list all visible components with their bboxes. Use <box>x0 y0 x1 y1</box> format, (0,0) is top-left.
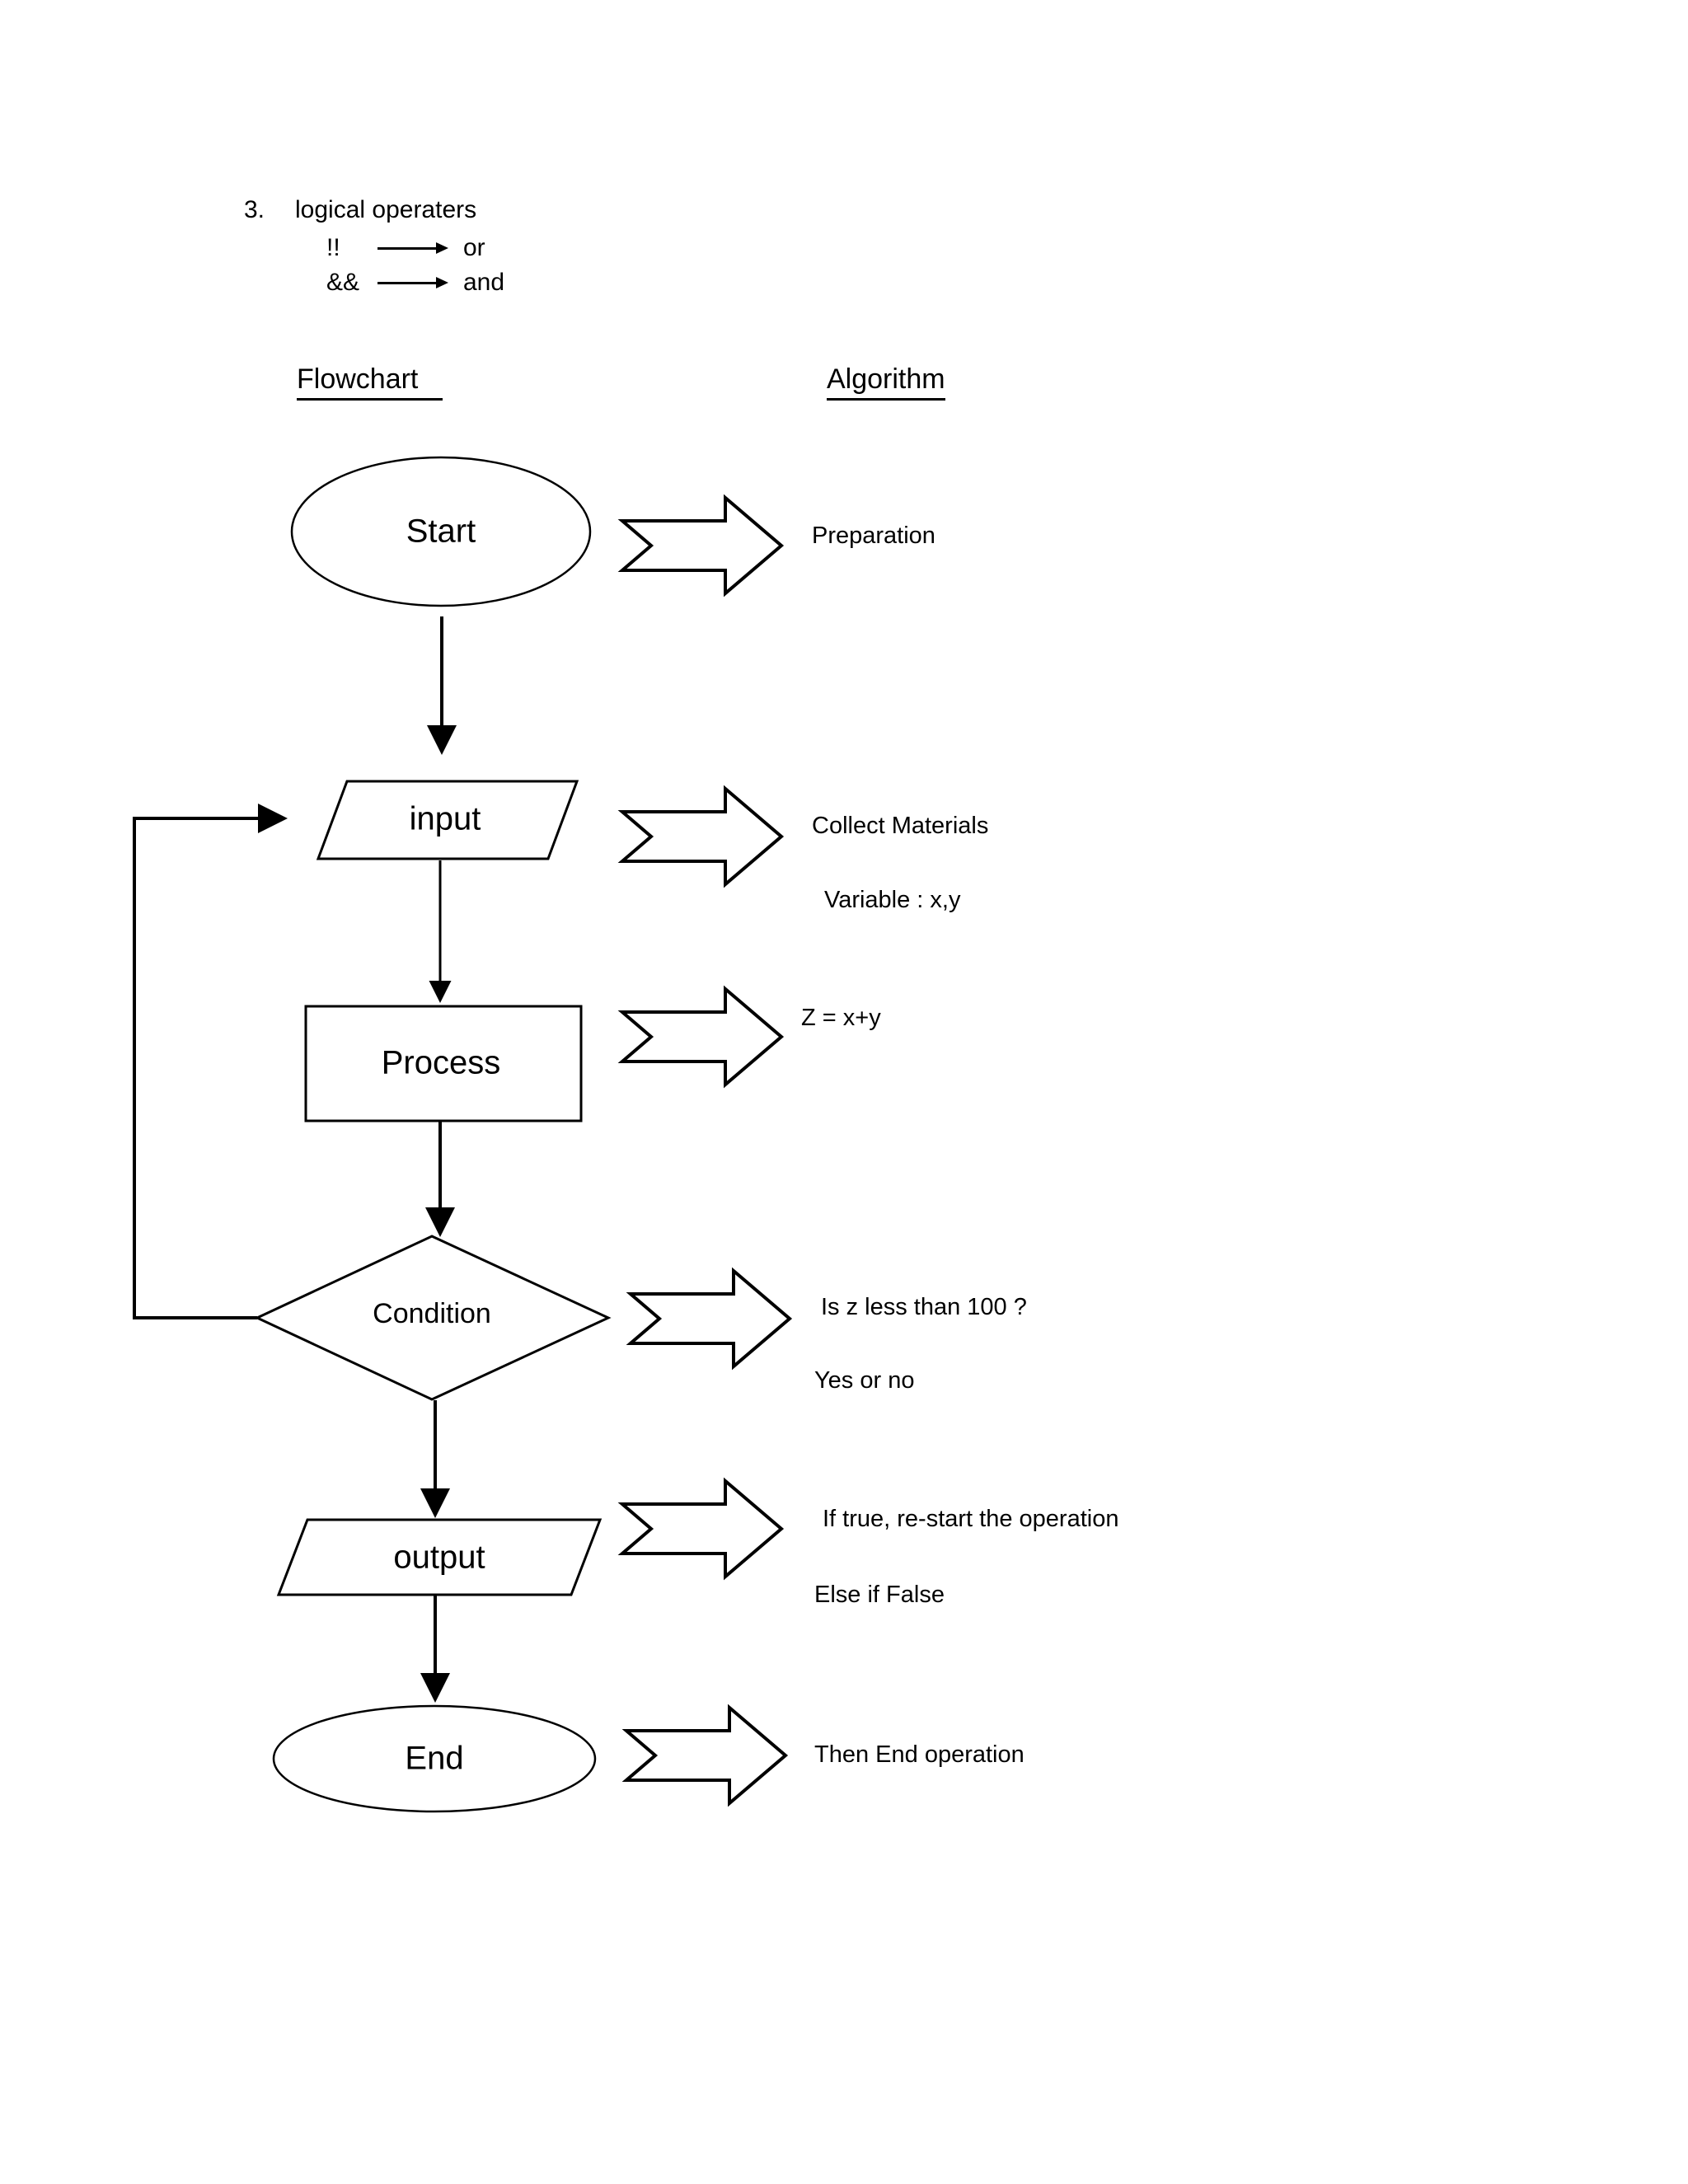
annotation-process-line-1: Z = x+y <box>801 1005 881 1031</box>
node-condition-shape <box>254 1235 612 1401</box>
node-start-label: Start <box>406 513 476 550</box>
block-arrow-icon-output <box>617 1477 785 1581</box>
algorithm-column-heading: Algorithm <box>827 365 945 401</box>
block-arrow-icon-end <box>621 1704 789 1807</box>
operator-symbol-and: && <box>326 268 360 296</box>
operator-meaning-or: or <box>463 233 485 261</box>
node-start-shape <box>290 456 592 607</box>
right-arrow-icon <box>377 241 448 254</box>
right-arrow-icon <box>377 276 448 288</box>
node-input-label: input <box>410 801 481 837</box>
node-output-label: output <box>393 1540 485 1576</box>
node-input-shape <box>316 780 579 860</box>
flowchart-column-heading: Flowchart <box>297 365 443 401</box>
note-title-line: 3. logical operaters <box>244 194 986 226</box>
node-process-label: Process <box>382 1045 501 1081</box>
annotation-output-line-1: If true, re-start the operation <box>823 1506 1119 1532</box>
node-output-shape <box>276 1518 603 1596</box>
annotation-condition-line-1: Is z less than 100 ? <box>821 1294 1027 1320</box>
node-condition-label: Condition <box>373 1298 491 1329</box>
annotation-input-line-2: Variable : x,y <box>824 887 961 913</box>
node-end-label: End <box>405 1741 463 1777</box>
note-title: logical operaters <box>295 196 477 223</box>
annotation-input-line-1: Collect Materials <box>812 813 989 839</box>
logical-operators-note: 3. logical operaters !! or && and <box>244 194 986 295</box>
operator-symbol-or: !! <box>326 233 340 261</box>
annotation-condition-line-2: Yes or no <box>814 1367 915 1394</box>
block-arrow-icon-start <box>617 494 785 598</box>
edge-condition-to-input-loopback <box>133 804 288 1319</box>
annotation-output-line-2: Else if False <box>814 1582 945 1608</box>
block-arrow-icon-process <box>617 985 785 1089</box>
node-process-shape <box>304 1005 583 1122</box>
operator-meaning-and: and <box>463 268 505 296</box>
operator-row-or: !! or <box>244 233 986 261</box>
note-number: 3. <box>244 196 265 223</box>
annotation-end-line-1: Then End operation <box>814 1741 1025 1768</box>
annotation-start-line-1: Preparation <box>812 523 935 549</box>
block-arrow-icon-condition <box>626 1267 793 1371</box>
block-arrow-icon-input <box>617 785 785 888</box>
node-end-shape <box>272 1704 597 1813</box>
operator-row-and: && and <box>244 268 986 296</box>
